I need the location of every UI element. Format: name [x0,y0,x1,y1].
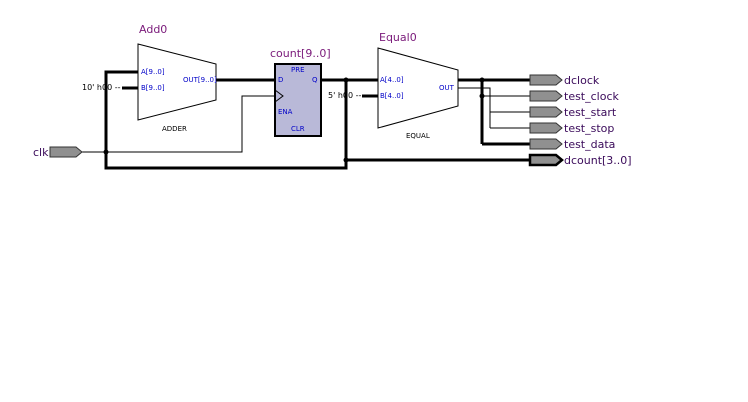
register-d-label: D [278,76,283,84]
equal-instance-label: Equal0 [379,31,417,44]
output-pin-test-clock[interactable]: test_clock [529,90,620,103]
fanout-thin [458,87,491,128]
input-pin-clk[interactable]: clk [33,146,83,159]
output-pin-label: test_start [564,106,617,119]
output-pin-label: dcount[3..0] [564,154,632,167]
output-pin-label: test_stop [564,122,614,135]
adder-port-out: OUT[9..0] [183,76,217,84]
register-pre-label: PRE [291,66,305,74]
input-pin-icon [49,146,83,158]
equal-port-b: B[4..0] [380,92,404,100]
junction [343,77,349,83]
output-pin-icon [529,90,563,102]
clk-wire [82,95,275,153]
adder-instance-label: Add0 [139,23,167,36]
register-instance-label: count[9..0] [270,47,331,60]
output-pin-test-start[interactable]: test_start [529,106,617,119]
equal-shape [377,47,459,129]
adder-port-b: B[9..0] [141,84,165,92]
output-pin-icon [529,106,563,118]
register-clr-label: CLR [291,125,305,133]
junction [479,77,485,83]
output-pin-label: dclock [564,74,600,87]
output-pin-icon [529,122,563,134]
equal-block[interactable]: Equal0 A[4..0] B[4..0] OUT EQUAL 5' h00 … [328,31,459,140]
adder-port-a: A[9..0] [141,68,165,76]
register-body [274,63,322,137]
output-pin-label: test_data [564,138,615,151]
output-pin-test-data[interactable]: test_data [529,138,615,151]
wires [82,70,530,170]
feedback-bus [104,70,348,170]
equal-type-label: EQUAL [406,132,430,140]
adder-const-b: 10' h00 -- [82,83,121,92]
adder-shape [137,43,217,121]
output-pin-label: test_clock [564,90,620,103]
output-pin-dcount[interactable]: dcount[3..0] [528,153,632,167]
junction [479,93,485,99]
equal-port-out: OUT [439,84,455,92]
register-block[interactable]: count[9..0] PRE D Q ENA CLR [270,47,331,137]
output-pin-icon [528,153,564,167]
clock-edge-marker [274,89,284,103]
adder-block[interactable]: Add0 A[9..0] B[9..0] OUT[9..0] ADDER 10'… [82,23,217,133]
input-pin-label: clk [33,146,49,159]
output-pin-test-stop[interactable]: test_stop [529,122,614,135]
output-pin-dclock[interactable]: dclock [529,74,600,87]
junction [343,157,349,163]
register-ena-label: ENA [278,108,293,116]
register-q-label: Q [312,76,318,84]
equal-port-a: A[4..0] [380,76,404,84]
junction [103,149,109,155]
equal-const-b: 5' h00 -- [328,91,362,100]
output-pin-icon [529,138,563,150]
output-pin-icon [529,74,563,86]
adder-type-label: ADDER [162,125,187,133]
